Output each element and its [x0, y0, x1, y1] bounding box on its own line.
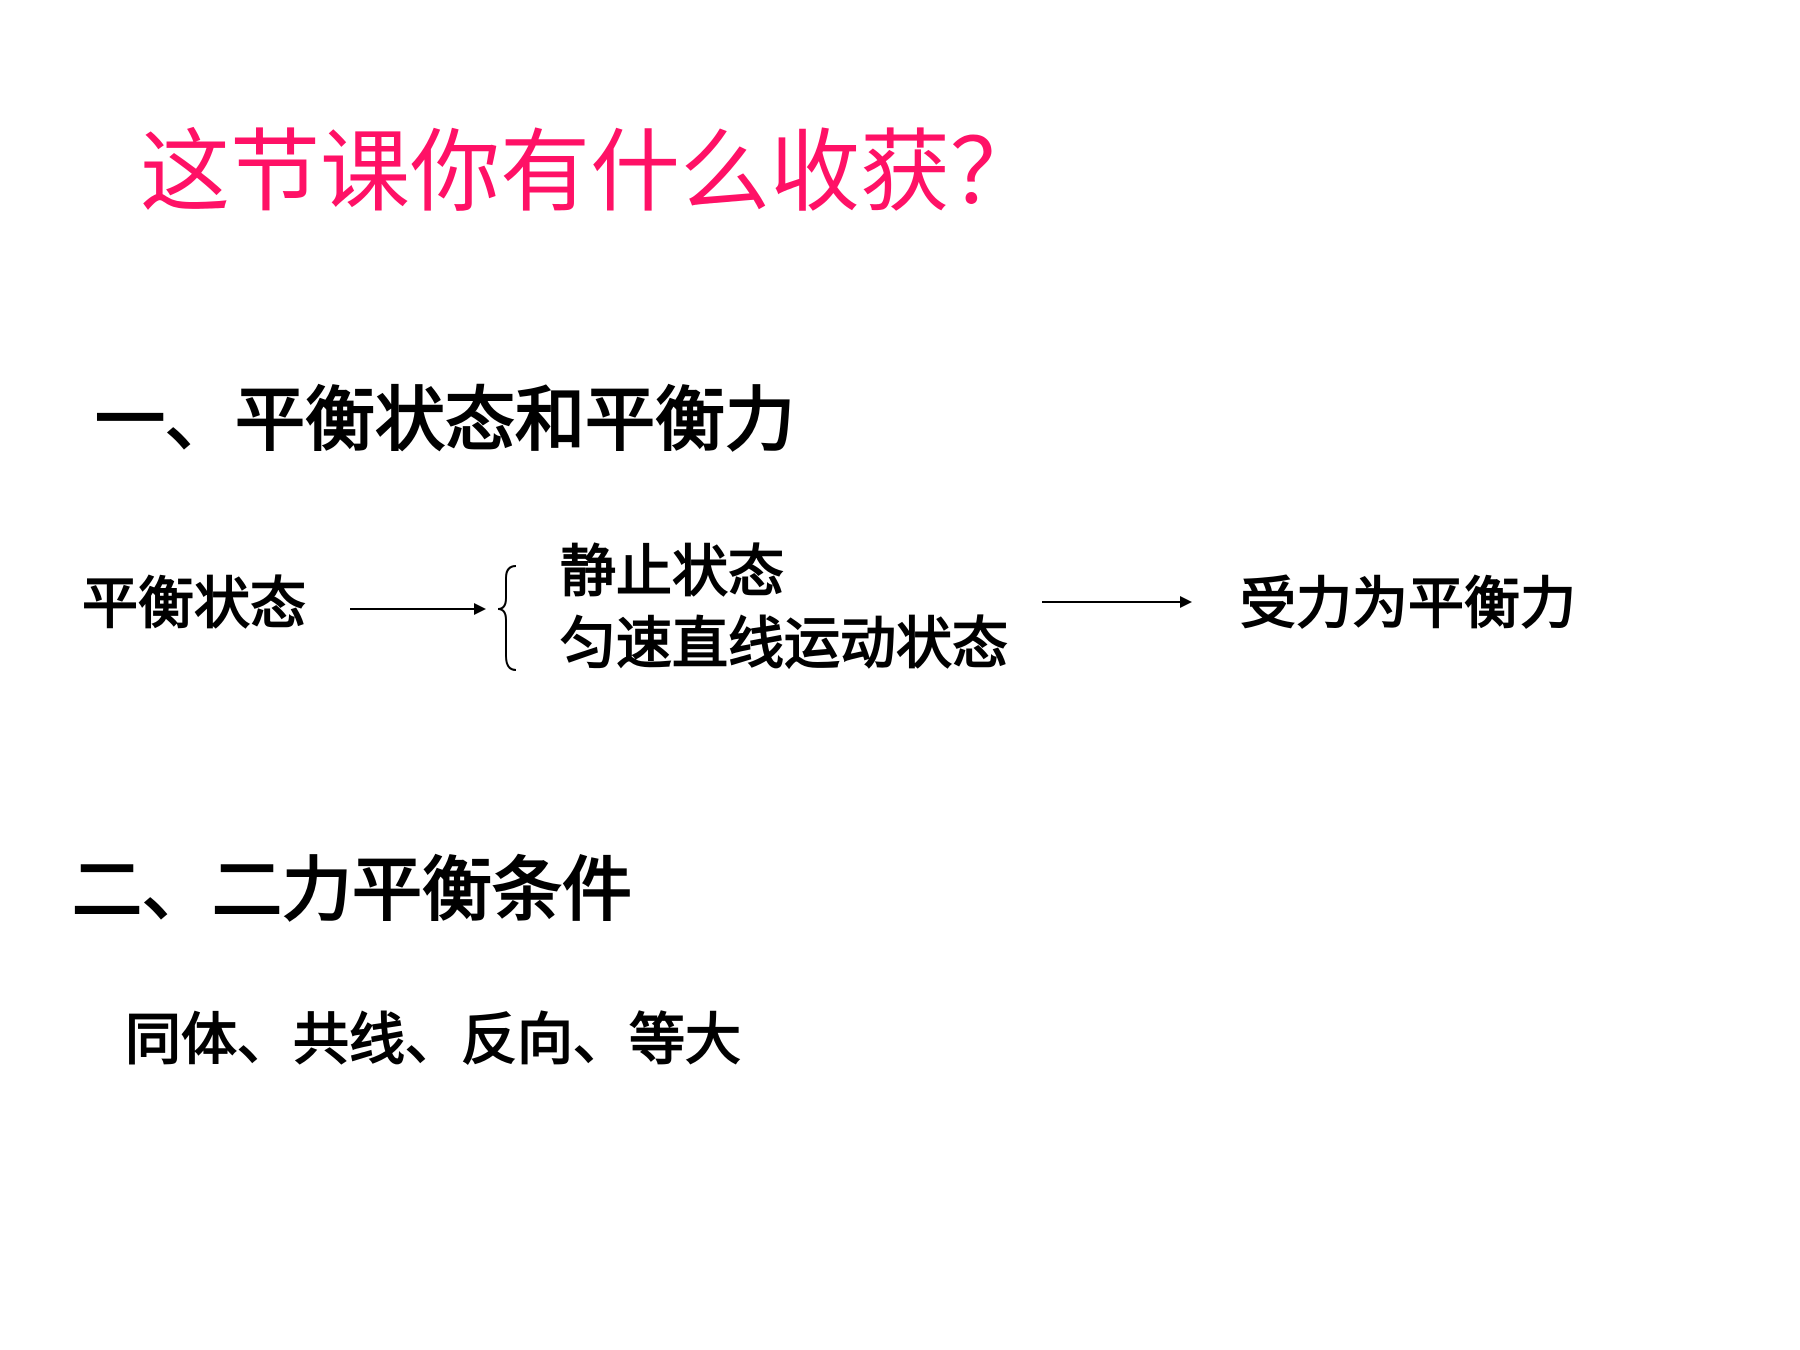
slide-title: 这节课你有什么收获？ [140, 120, 1040, 225]
section-1-heading: 一、平衡状态和平衡力 [95, 379, 795, 461]
balance-conditions: 同体、共线、反向、等大 [125, 1008, 741, 1073]
branch-static-state: 静止状态 [560, 540, 784, 605]
equilibrium-state-term: 平衡状态 [82, 572, 306, 637]
balanced-force-result: 受力为平衡力 [1240, 572, 1576, 637]
arrow-right-icon [1042, 596, 1192, 608]
branch-uniform-motion-state: 匀速直线运动状态 [560, 612, 1008, 677]
arrow-right-icon [350, 603, 486, 615]
section-2-heading: 二、二力平衡条件 [72, 849, 632, 931]
left-brace-icon [497, 565, 517, 671]
